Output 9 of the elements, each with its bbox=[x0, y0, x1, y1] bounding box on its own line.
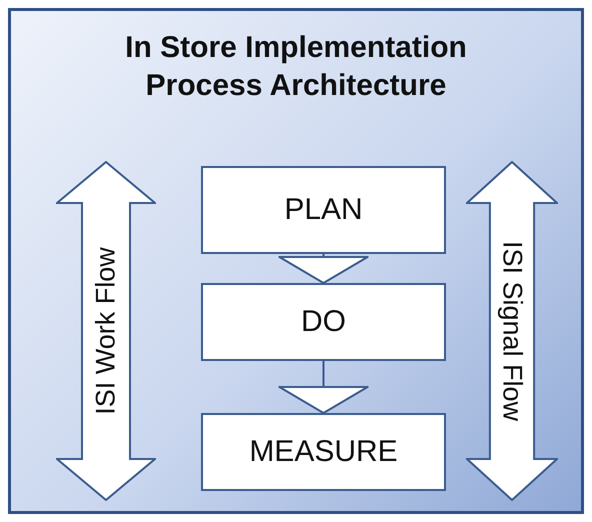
title: In Store Implementation Process Architecture bbox=[124, 30, 468, 104]
process-box: MEASURE bbox=[201, 413, 446, 491]
arrow bbox=[278, 361, 368, 414]
process-box: DO bbox=[201, 283, 446, 361]
arrow bbox=[278, 254, 368, 284]
double-arrow-shape: ISI Work Flow bbox=[56, 161, 156, 501]
double-arrow-shape: ISI Signal Flow bbox=[466, 161, 558, 501]
process-box: PLAN bbox=[201, 166, 446, 254]
diagram-panel bbox=[8, 8, 584, 514]
